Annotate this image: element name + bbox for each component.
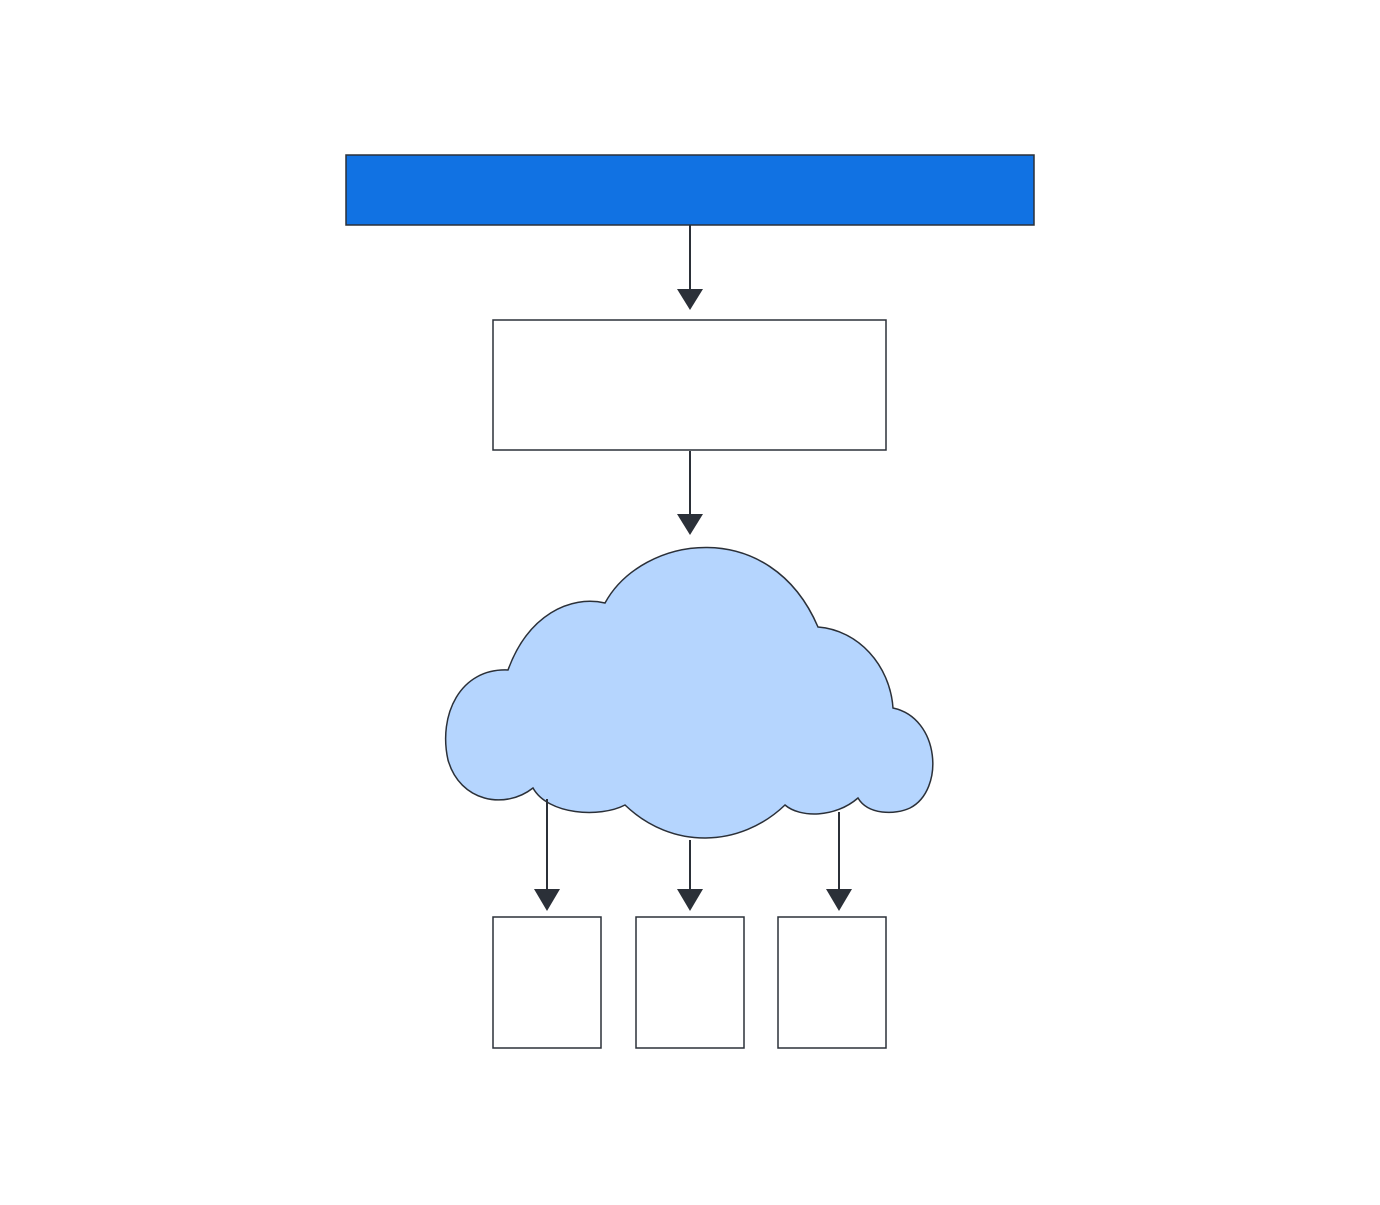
output-box-2 (635, 916, 745, 1049)
header-bar (345, 154, 1035, 226)
cloud-icon (444, 546, 934, 839)
arrow-head-icon (826, 889, 852, 911)
arrow-head-icon (677, 514, 703, 535)
arrow-process-to-cloud (677, 451, 703, 535)
arrow-head-icon (677, 289, 703, 310)
output-box-1 (492, 916, 602, 1049)
process-box (492, 319, 887, 451)
output-box-3 (777, 916, 887, 1049)
arrow-head-icon (677, 889, 703, 911)
arrow-header-to-process (677, 225, 703, 310)
arrow-cloud-to-output-3 (826, 812, 852, 911)
arrow-head-icon (534, 889, 560, 911)
arrow-cloud-to-output-2 (677, 840, 703, 911)
arrow-cloud-to-output-1 (534, 799, 560, 911)
